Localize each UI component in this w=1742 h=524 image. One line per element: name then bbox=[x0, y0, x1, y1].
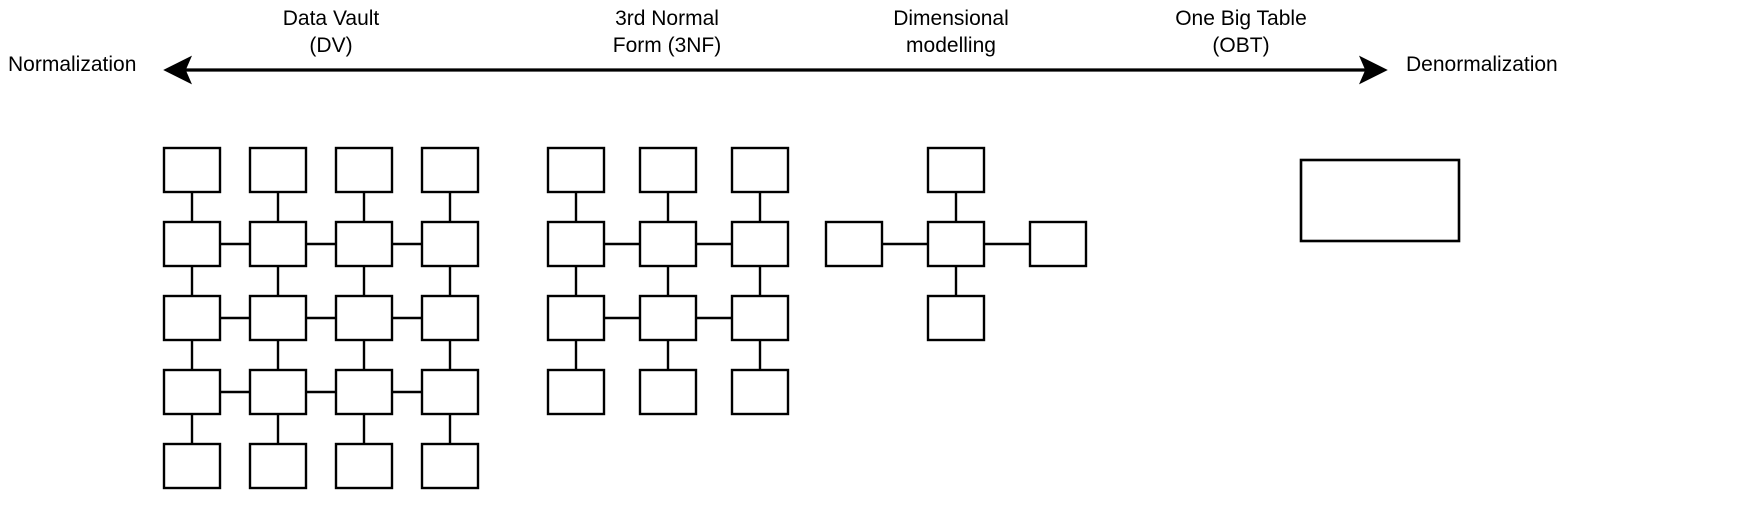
entity-box bbox=[420, 220, 480, 268]
entity-box bbox=[420, 146, 480, 194]
entity-box bbox=[420, 442, 480, 490]
dimension-box bbox=[926, 294, 986, 342]
fact-box bbox=[926, 220, 986, 268]
entity-box bbox=[162, 294, 222, 342]
entity-box bbox=[638, 146, 698, 194]
axis-label-normalization: Normalization bbox=[8, 53, 137, 76]
entity-box bbox=[248, 294, 308, 342]
entity-box bbox=[248, 220, 308, 268]
axis-label-denormalization: Denormalization bbox=[1406, 53, 1558, 76]
entity-box bbox=[162, 368, 222, 416]
stage-label-data-vault: Data Vault (DV) bbox=[282, 7, 380, 57]
entity-box bbox=[162, 442, 222, 490]
entity-box bbox=[730, 220, 790, 268]
entity-box bbox=[638, 220, 698, 268]
entity-box bbox=[730, 294, 790, 342]
entity-box bbox=[162, 220, 222, 268]
entity-box bbox=[546, 294, 606, 342]
entity-box bbox=[334, 220, 394, 268]
one-big-table-schematic bbox=[1299, 158, 1461, 243]
entity-box bbox=[420, 294, 480, 342]
entity-box bbox=[546, 220, 606, 268]
dimension-box bbox=[1028, 220, 1088, 268]
dimension-box bbox=[926, 146, 986, 194]
data-vault-schematic bbox=[162, 146, 480, 490]
entity-box bbox=[248, 146, 308, 194]
entity-box bbox=[730, 146, 790, 194]
entity-box bbox=[546, 368, 606, 416]
stage-label-third-normal-form: 3rd Normal Form (3NF) bbox=[612, 7, 722, 57]
entity-box bbox=[638, 294, 698, 342]
entity-box bbox=[248, 442, 308, 490]
entity-box bbox=[334, 146, 394, 194]
entity-box bbox=[420, 368, 480, 416]
third-normal-form-schematic bbox=[546, 146, 790, 416]
entity-box bbox=[546, 146, 606, 194]
entity-box bbox=[730, 368, 790, 416]
entity-box bbox=[638, 368, 698, 416]
entity-box bbox=[334, 294, 394, 342]
entity-box bbox=[334, 442, 394, 490]
stage-label-one-big-table: One Big Table (OBT) bbox=[1175, 7, 1307, 57]
one-big-table-box bbox=[1299, 158, 1461, 243]
entity-box bbox=[334, 368, 394, 416]
dimension-box bbox=[824, 220, 884, 268]
dimensional-model-schematic bbox=[824, 146, 1088, 342]
entity-box bbox=[248, 368, 308, 416]
stage-label-dimensional-modelling: Dimensional modelling bbox=[893, 7, 1009, 57]
entity-box bbox=[162, 146, 222, 194]
